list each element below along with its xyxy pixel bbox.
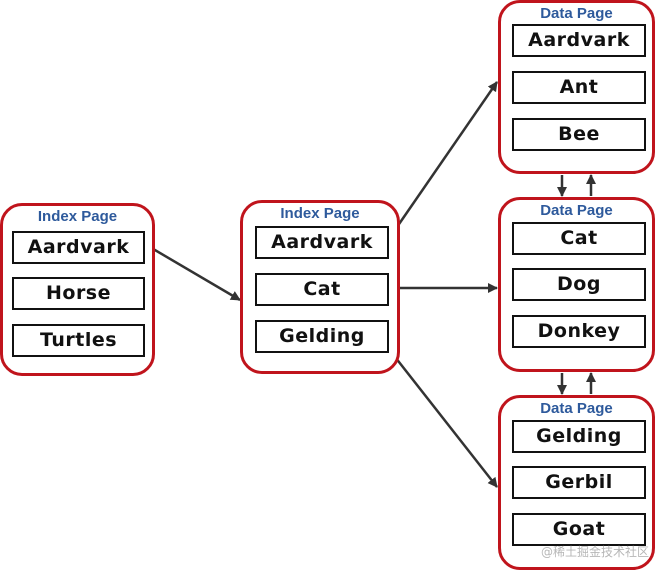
page-title: Data Page: [540, 400, 613, 417]
entry-bee: Bee: [512, 118, 646, 151]
entry-aardvark: Aardvark: [12, 231, 145, 264]
arrow-mid-aardvark-to-data1: [386, 81, 499, 241]
entry-goat: Goat: [512, 513, 646, 546]
entry-gelding: Gelding: [512, 420, 646, 453]
entry-turtles: Turtles: [12, 324, 145, 357]
data-page-1: Data Page Aardvark Ant Bee: [498, 0, 655, 174]
entry-gerbil: Gerbil: [512, 466, 646, 499]
watermark: @稀土掘金技术社区: [540, 545, 649, 559]
data-page-3: Data Page Gelding Gerbil Goat: [498, 395, 655, 570]
page-title: Data Page: [540, 5, 613, 22]
index-page-mid: Index Page Aardvark Cat Gelding: [240, 200, 400, 374]
entry-cat: Cat: [255, 273, 389, 306]
entry-ant: Ant: [512, 71, 646, 104]
entry-horse: Horse: [12, 277, 145, 310]
entry-donkey: Donkey: [512, 315, 646, 348]
entry-aardvark: Aardvark: [255, 226, 389, 259]
page-title: Index Page: [280, 205, 360, 222]
entry-dog: Dog: [512, 268, 646, 301]
index-page-root: Index Page Aardvark Horse Turtles: [0, 203, 155, 376]
page-title: Data Page: [540, 202, 613, 219]
arrow-root-to-mid: [142, 241, 241, 302]
entry-cat: Cat: [512, 222, 646, 255]
arrow-mid-gelding-to-data3: [387, 347, 498, 488]
page-title: Index Page: [37, 208, 118, 225]
entry-aardvark: Aardvark: [512, 24, 646, 57]
entry-gelding: Gelding: [255, 320, 389, 353]
data-page-2: Data Page Cat Dog Donkey: [498, 197, 655, 372]
